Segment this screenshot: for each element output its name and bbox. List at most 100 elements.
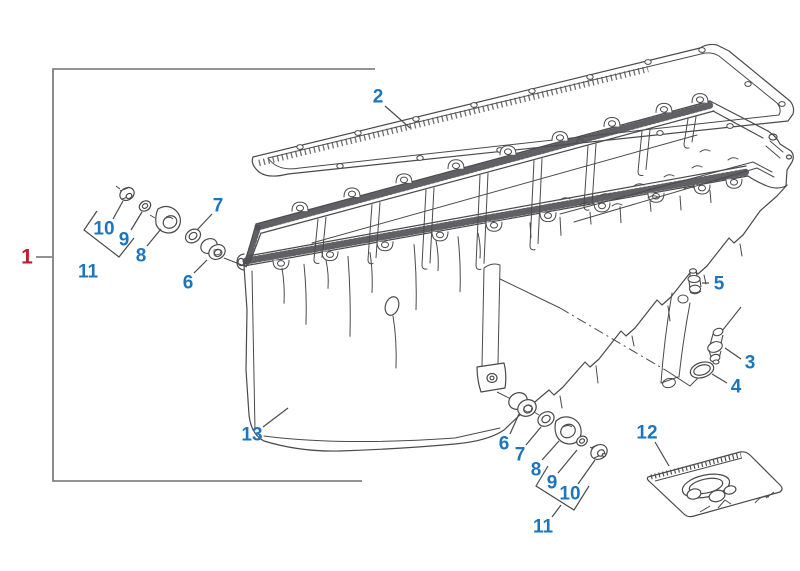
bolt-boss-hole: [452, 162, 460, 170]
baffle-rib: [421, 187, 435, 270]
bolt-boss-hole: [696, 96, 704, 103]
kit-small-ring: [723, 485, 737, 495]
callout-11-upper-label: 11: [78, 262, 99, 283]
bolt-boss-hole: [381, 241, 389, 249]
gasket-bolt-hole: [354, 130, 362, 136]
rim-far-inner: [261, 110, 715, 234]
plug-part-5: [687, 268, 702, 295]
cast-drip: [739, 243, 743, 257]
callout-2-label: 2: [373, 87, 384, 108]
sump-inner-bottom: [263, 427, 501, 443]
cast-drip: [559, 395, 563, 409]
cast-drip: [477, 232, 481, 259]
callout-4-label: 4: [731, 377, 742, 398]
underside-strap: [660, 292, 691, 389]
callout-4-leader: [711, 373, 728, 384]
sensor-part-3: [707, 306, 742, 365]
cast-mark: [683, 186, 695, 190]
pan-right-end-wall: [709, 100, 794, 189]
bolt-boss-hole: [277, 260, 285, 267]
baffle-rib: [475, 172, 489, 270]
callout-7-lower-label: 7: [515, 445, 526, 466]
bolt-boss-hole: [436, 231, 444, 239]
bolt-boss-hole: [698, 184, 706, 192]
cast-drip: [595, 365, 599, 384]
interior-floor-lines: [559, 161, 758, 223]
callout-8-lower-label: 8: [531, 460, 542, 481]
pan-sump: [236, 184, 788, 452]
drain-channel: [481, 263, 501, 367]
cast-mark: [579, 202, 591, 206]
bolt-boss-hole: [730, 178, 738, 186]
cast-drip: [347, 255, 351, 337]
bolt-boss-hole: [504, 148, 512, 156]
upper-drain-plug-assembly: [115, 185, 248, 268]
callout-9-lower-label: 9: [547, 473, 558, 494]
sensor-location-leader: [499, 278, 700, 387]
gasket-bolt-hole: [778, 101, 786, 107]
callout-3-leader: [724, 347, 742, 360]
cast-drip: [667, 305, 671, 322]
underside-cast-drips: [559, 243, 743, 409]
gasket-bolt-hole: [470, 102, 478, 108]
callout-10-lower-leader: [577, 459, 596, 485]
bolt-boss-hole: [544, 212, 552, 219]
end-face-lines: [765, 140, 784, 159]
callout-11-lower-label: 11: [533, 517, 554, 538]
rim-near-hatch: [242, 168, 751, 265]
end-outer-edge: [767, 130, 794, 187]
cast-mark: [715, 178, 727, 182]
bracket-frame: [52, 68, 375, 482]
baffle-rib: [529, 158, 543, 251]
cast-drip: [649, 200, 652, 212]
bottom-boss-tab: [476, 362, 507, 393]
cast-drip: [281, 267, 285, 304]
cast-drip: [631, 335, 635, 347]
plug-part-8: [149, 205, 181, 234]
rim-far-outer: [255, 100, 711, 225]
oil-pan-part-13: [236, 93, 794, 452]
cast-drip: [325, 259, 329, 289]
cast-mark: [727, 157, 739, 161]
sump-inner-corner: [251, 270, 256, 431]
cast-drip: [529, 222, 532, 239]
callout-6-upper-leader: [193, 259, 208, 274]
cast-mark: [663, 174, 675, 178]
callout-12-label: 12: [636, 423, 657, 444]
cast-mark: [647, 195, 659, 199]
callout-10-upper-leader: [112, 200, 124, 220]
end-bolt-hole: [785, 154, 793, 160]
bolt-boss-hole: [660, 106, 668, 113]
gasket-bolt-hole: [416, 155, 424, 161]
gasket-bolt-hole: [528, 88, 536, 94]
leader-solid-start: [499, 278, 561, 309]
gasket-bolt-hole: [296, 144, 304, 150]
cast-drip: [619, 206, 622, 224]
callout-11-lower-leader: [535, 465, 590, 511]
end-bolt-hole: [768, 133, 778, 141]
callout-7-upper-label: 7: [213, 196, 224, 217]
axis-tick: [149, 214, 156, 219]
cast-drip: [435, 240, 439, 272]
callout-2-leader: [384, 105, 411, 129]
cast-drip: [457, 236, 461, 293]
rim-near-outer: [243, 175, 749, 267]
baffle-rib: [683, 116, 697, 149]
bottom-boss-hole: [486, 372, 498, 384]
rim-far-hatch: [254, 101, 715, 231]
cast-mark: [599, 193, 611, 197]
baffle-rib: [313, 216, 327, 264]
callout-10-lower-label: 10: [559, 484, 580, 505]
cast-drip: [369, 251, 373, 293]
callout-6-upper-label: 6: [183, 273, 194, 294]
end-top-outer: [709, 100, 769, 132]
pan-interior: [311, 116, 775, 270]
lower-drain-plug-assembly: [496, 391, 608, 461]
axis-tick: [115, 185, 121, 190]
nut-part-10: [590, 443, 608, 461]
bolt-boss-hole: [326, 251, 334, 258]
kit-bag-inner-edge: [654, 457, 743, 482]
end-near-corner: [747, 175, 787, 189]
left-face-boss-tab: [236, 253, 245, 271]
